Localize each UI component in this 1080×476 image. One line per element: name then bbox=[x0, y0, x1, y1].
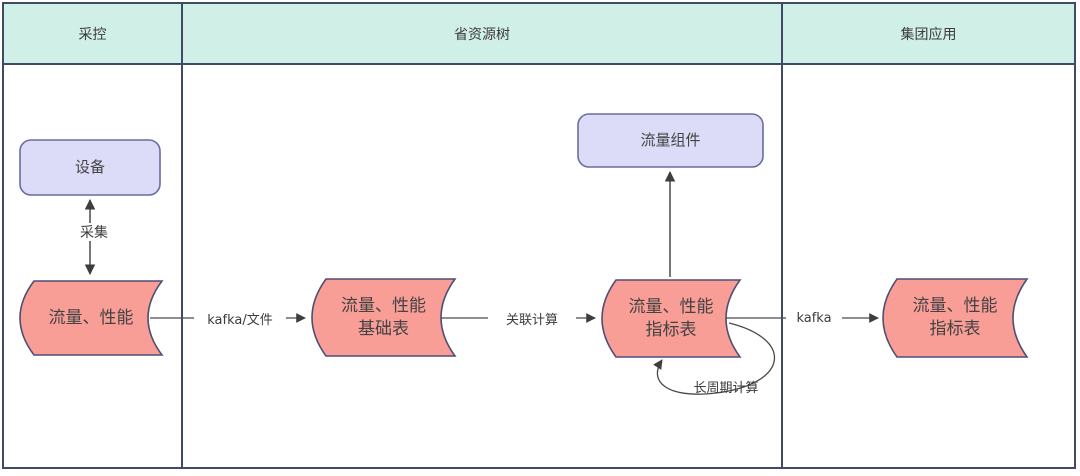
lane-title: 采控 bbox=[78, 26, 107, 43]
swimlane-frame: 采控 省资源树 集团应用 bbox=[2, 2, 1076, 469]
base-table-store-label: 流量、性能 基础表 bbox=[341, 295, 426, 339]
lane-body-group-app bbox=[783, 65, 1074, 467]
traffic-perf-store-label: 流量、性能 bbox=[48, 307, 134, 328]
lane-title: 集团应用 bbox=[900, 26, 957, 43]
indicator-table-store-label: 流量、性能 指标表 bbox=[628, 296, 714, 340]
group-indicator-table-store-label: 流量、性能 指标表 bbox=[912, 296, 998, 339]
long-period-edge-label: 长周期计算 bbox=[693, 380, 759, 396]
relation-calc-edge-label: 关联计算 bbox=[488, 309, 576, 328]
lane-body-caikong bbox=[4, 65, 181, 467]
lane-group-app: 集团应用 bbox=[783, 4, 1074, 467]
lane-header-caikong: 采控 bbox=[4, 4, 181, 65]
lane-header-group-app: 集团应用 bbox=[783, 4, 1074, 65]
device-node-label: 设备 bbox=[74, 158, 105, 177]
lane-resource-tree: 省资源树 bbox=[183, 4, 783, 467]
lane-header-resource-tree: 省资源树 bbox=[183, 4, 781, 65]
lane-title: 省资源树 bbox=[454, 26, 510, 43]
traffic-component-node-label: 流量组件 bbox=[640, 131, 701, 150]
kafka-edge-label: kafka bbox=[786, 309, 842, 327]
collect-edge-label: 采集 bbox=[63, 223, 125, 241]
kafka-file-edge-label: kafka/文件 bbox=[194, 309, 286, 328]
